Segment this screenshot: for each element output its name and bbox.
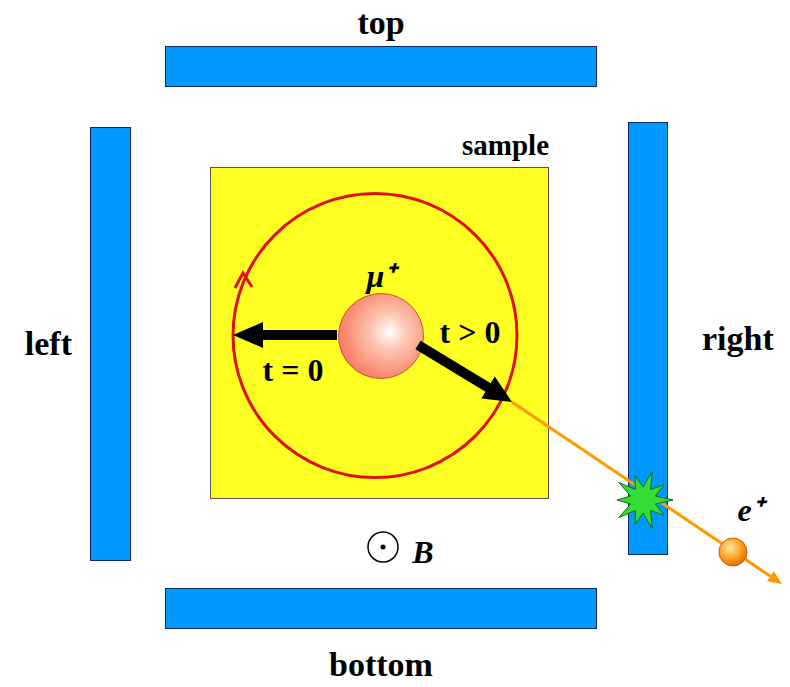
time-label-holder: t > 0 bbox=[440, 314, 501, 351]
node-label: top bbox=[357, 3, 404, 42]
field-symbol-dot bbox=[381, 545, 386, 550]
node-label: μ⁺ bbox=[367, 258, 396, 295]
node-label: left bbox=[25, 324, 72, 363]
detector-bar: left bbox=[90, 127, 131, 561]
precession-circle bbox=[233, 194, 517, 478]
particle-label: e⁺ bbox=[737, 492, 762, 529]
positron-track bbox=[512, 402, 770, 576]
detector-bar: top bbox=[165, 46, 597, 87]
detection-flash bbox=[617, 472, 673, 529]
field-label: B bbox=[412, 534, 433, 571]
field-symbol bbox=[368, 532, 398, 562]
track-arrowhead bbox=[767, 571, 782, 584]
node-label: right bbox=[702, 319, 774, 358]
spin-arrow bbox=[415, 341, 512, 402]
time-label-holder: t = 0 bbox=[263, 352, 324, 389]
positron-ball bbox=[719, 538, 747, 566]
spin-arrow bbox=[233, 322, 337, 348]
node-label: bottom bbox=[329, 645, 433, 684]
detector-bar: bottom bbox=[165, 588, 597, 629]
node-label: sample bbox=[462, 129, 549, 162]
detector-bar: right bbox=[628, 122, 668, 555]
particle-label-holder: e⁺ bbox=[737, 492, 762, 529]
precession-arrowhead bbox=[235, 273, 252, 288]
time-label: t = 0 bbox=[263, 352, 324, 389]
field-label-holder: B bbox=[412, 534, 433, 571]
time-label: t > 0 bbox=[440, 314, 501, 351]
muon-sphere: μ⁺ bbox=[338, 293, 424, 379]
